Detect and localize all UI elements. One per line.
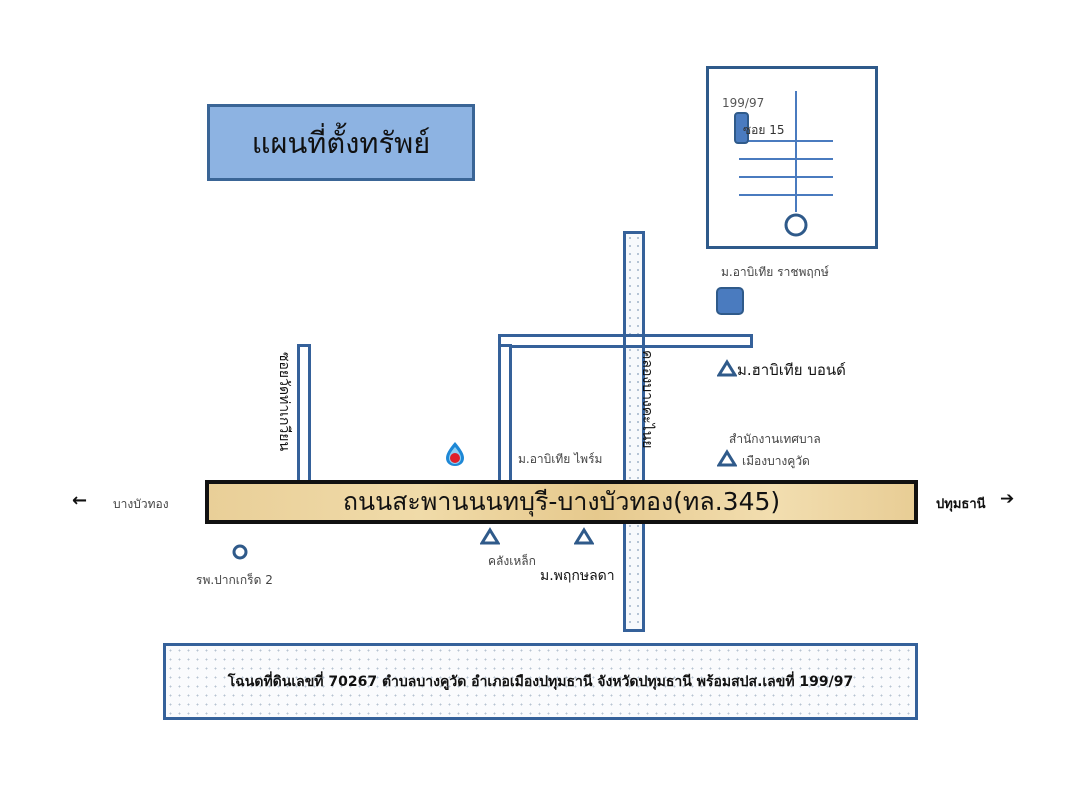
inset-plot-number: 199/97 bbox=[722, 96, 765, 110]
inset-map-drawing bbox=[734, 91, 833, 237]
map-title-text: แผนที่ตั้งทรัพย์ bbox=[251, 125, 431, 160]
village-square-icon bbox=[716, 287, 744, 315]
arrow-right-icon: ➔ bbox=[1000, 489, 1015, 509]
property-marker-icon bbox=[734, 112, 749, 144]
main-road-label: ถนนสะพานนนทบุรี-บางบัวทอง(ทล.345) bbox=[342, 487, 781, 516]
canal-crossing bbox=[623, 334, 645, 348]
direction-right-label: ปทุมธานี bbox=[936, 497, 986, 512]
canal-khlong-bang-khanai bbox=[623, 231, 645, 632]
label-municipal-office-line2: เมืองบางคูวัด bbox=[742, 454, 810, 468]
arrow-left-icon: ← bbox=[72, 490, 88, 511]
hospital-circle-icon bbox=[232, 544, 248, 560]
triangle-icon bbox=[717, 359, 737, 377]
inset-circle-icon bbox=[784, 213, 808, 237]
inset-map: 199/97 ซอย 15 bbox=[706, 66, 878, 249]
deed-caption-text: โฉนดที่ดินเลขที่ 70267 ตำบลบางคูวัด อำเภ… bbox=[227, 673, 854, 690]
triangle-icon bbox=[574, 527, 594, 545]
main-road: ถนนสะพานนนทบุรี-บางบัวทอง(ทล.345) bbox=[205, 480, 918, 524]
triangle-icon bbox=[717, 449, 737, 467]
soi-wat-tha-kwian-label: ซอยวัดท่าเกวียน bbox=[276, 352, 292, 452]
map-title: แผนที่ตั้งทรัพย์ bbox=[207, 104, 475, 181]
label-hospital: รพ.ปากเกร็ด 2 bbox=[196, 573, 273, 587]
soi-wat-tha-kwian-road bbox=[297, 344, 311, 484]
direction-left-label: บางบัวทอง bbox=[113, 497, 169, 511]
label-pruksa-lada: ม.พฤกษลดา bbox=[540, 568, 615, 584]
canal-label: คลองบางคะไนย bbox=[639, 350, 655, 449]
ptt-gas-station-icon bbox=[446, 442, 464, 466]
inset-soi-label: ซอย 15 bbox=[743, 123, 785, 137]
label-habitia-prime: ม.อาบิเทีย ไพร์ม bbox=[518, 452, 603, 466]
label-habitia-bond: ม.ฮาบิเทีย บอนด์ bbox=[737, 361, 846, 379]
label-habitia-ratchaphruek: ม.อาบิเทีย ราชพฤกษ์ bbox=[721, 265, 829, 279]
label-municipal-office-line1: สำนักงานเทศบาล bbox=[729, 432, 821, 446]
label-steel-warehouse: คลังเหล็ก bbox=[488, 554, 536, 568]
triangle-icon bbox=[480, 527, 500, 545]
habitia-prime-road bbox=[498, 344, 512, 484]
deed-caption: โฉนดที่ดินเลขที่ 70267 ตำบลบางคูวัด อำเภ… bbox=[163, 643, 918, 720]
